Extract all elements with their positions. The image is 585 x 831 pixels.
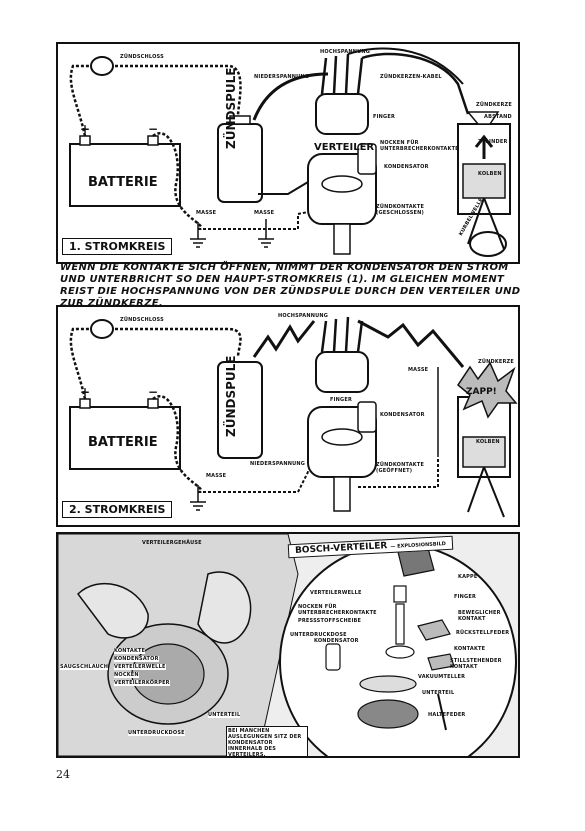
left-label-8: SAUGSCHLAUCH — [60, 664, 109, 670]
label-battery: BATTERIE — [88, 435, 158, 450]
left-label-4: NOCKEN — [114, 672, 139, 678]
panel-stromkreis-1: ZÜNDSCHLOSS NIEDERSPANNUNG HOCHSPANNUNG … — [56, 42, 520, 264]
label-spark: ZAPP! — [466, 387, 497, 397]
label-ground-1: MASSE — [196, 210, 217, 216]
distributor-cap-shape — [315, 93, 369, 135]
label-gap: ABSTAND — [484, 114, 512, 120]
label-low-voltage: NIEDERSPANNUNG — [250, 461, 306, 467]
circuit-2-drawing — [69, 316, 518, 518]
label-ignition-switch: ZÜNDSCHLOSS — [120, 54, 164, 60]
circuit-1-drawing — [69, 47, 511, 257]
battery-minus: − — [148, 385, 159, 399]
battery-plus: + — [80, 385, 91, 399]
left-label-3: VERTEILERWELLE — [114, 664, 166, 670]
label-ground: MASSE — [206, 473, 227, 479]
label-contacts-open: ZÜNDKONTAKTE (GEÖFFNET) — [376, 462, 425, 474]
left-label-2: KONDENSATOR — [114, 656, 159, 662]
vacuum-plate-shape — [359, 675, 417, 693]
base-shape — [357, 699, 419, 729]
label-battery: BATTERIE — [88, 175, 158, 190]
label-return-spring: RÜCKSTELLFEDER — [456, 630, 510, 636]
label-ground-2: MASSE — [254, 210, 275, 216]
label-rotor: FINGER — [373, 114, 396, 120]
label-cam: NOCKEN FÜR UNTERBRECHERKONTAKTE — [380, 140, 459, 152]
label-high-voltage-wire: HOCHSPANNUNG — [320, 49, 371, 55]
label-ground-top: MASSE — [408, 367, 429, 373]
panel-3-title-text: BOSCH-VERTEILER — [294, 541, 388, 556]
capacitor-shape — [357, 143, 377, 175]
label-distributor-shaft: VERTEILERWELLE — [310, 590, 362, 596]
label-piston: KOLBEN — [476, 439, 500, 445]
high-voltage-zigzag — [252, 320, 316, 358]
piston-shape — [462, 163, 506, 199]
label-ignition-coil: ZÜNDSPULE — [224, 355, 238, 437]
panel-stromkreis-2: ZÜNDSCHLOSS HOCHSPANNUNG MASSE ZÜNDKERZE… — [56, 305, 520, 527]
spark-burst-shape — [457, 361, 518, 419]
label-distributor: VERTEILER — [314, 142, 375, 153]
label-ignition-switch: ZÜNDSCHLOSS — [120, 317, 164, 323]
label-capacitor: KONDENSATOR — [314, 638, 359, 644]
label-distributor-housing: VERTEILERGEHÄUSE — [142, 540, 202, 546]
label-cap: KAPPE — [458, 574, 478, 580]
panel-2-title: 2. STROMKREIS — [62, 501, 173, 518]
capacitor-shape — [325, 643, 341, 671]
label-rotor: FINGER — [330, 397, 353, 403]
exploded-view-drawing — [58, 534, 518, 756]
battery-minus: − — [148, 122, 159, 136]
battery-shape — [69, 406, 181, 470]
wire-plus — [69, 64, 94, 137]
label-pressed-disc: PRESSSTOFFSCHEIBE — [298, 618, 362, 624]
label-vacuum-unit: UNTERDRUCKDOSE — [290, 632, 347, 638]
label-piston: KOLBEN — [478, 171, 502, 177]
ignition-coil-shape — [217, 361, 263, 459]
label-ignition-coil: ZÜNDSPULE — [224, 67, 238, 149]
label-contacts: KONTAKTE — [454, 646, 486, 652]
spark-plug-shape — [466, 111, 500, 125]
hand-right-shape — [197, 571, 252, 644]
battery-shape — [69, 143, 181, 207]
panel-3-subtitle: — EXPLOSIONSBILD — [390, 541, 447, 550]
label-stationary-contact: STILLSTEHENDER KONTAKT — [450, 658, 502, 670]
label-high-voltage: HOCHSPANNUNG — [278, 313, 329, 319]
label-contacts-closed: ZÜNDKONTAKTE (GESCHLOSSEN) — [376, 204, 425, 216]
label-rotor: FINGER — [454, 594, 477, 600]
retaining-spring-shape — [437, 693, 447, 731]
page-number: 24 — [56, 768, 70, 781]
label-retaining-spring: HALTEFEDER — [428, 712, 466, 718]
label-moving-contact: BEWEGLICHER KONTAKT — [458, 610, 501, 622]
left-label-5: VERTEILERKÖRPER — [114, 680, 170, 686]
wire-high-voltage — [252, 72, 329, 121]
label-spark-plug-cables: ZÜNDKERZEN-KABEL — [380, 74, 442, 80]
left-label-6: UNTERTEIL — [208, 712, 241, 718]
ignition-switch-shape — [90, 56, 114, 76]
label-spark-plug: ZÜNDKERZE — [478, 359, 515, 365]
shaft-shape — [395, 603, 405, 645]
label-spark-plug: ZÜNDKERZE — [476, 102, 513, 108]
left-label-1: KONTAKTE — [114, 648, 146, 654]
label-capacitor: KONDENSATOR — [380, 412, 425, 418]
moving-contact-shape — [417, 619, 451, 641]
label-cylinder: ZYLINDER — [478, 139, 508, 145]
label-cam: NOCKEN FÜR UNTERBRECHERKONTAKTE — [298, 604, 377, 616]
label-capacitor: KONDENSATOR — [384, 164, 429, 170]
battery-plus: + — [80, 122, 91, 136]
panel-exploded-view: BOSCH-VERTEILER — EXPLOSIONSBILD VERTEIL… — [56, 532, 520, 758]
caption-text: Wenn die Kontakte sich öffnen, nimmt der… — [60, 262, 521, 309]
note-capacitor: BEI MANCHEN AUSLEGUNGEN SITZ DER KONDENS… — [226, 726, 308, 756]
rotor-shape — [393, 585, 407, 603]
ground-symbol-2 — [258, 219, 274, 248]
label-base: UNTERTEIL — [422, 690, 455, 696]
left-label-7: UNTERDRUCKDOSE — [128, 730, 185, 736]
hand-left-shape — [77, 582, 149, 639]
panel-1-title: 1. STROMKREIS — [62, 238, 173, 255]
wire-low-voltage — [110, 64, 242, 117]
ground-symbol-1 — [190, 222, 206, 248]
label-low-voltage: NIEDERSPANNUNG — [254, 74, 310, 80]
label-vacuum-plate: VAKUUMTELLER — [418, 674, 466, 680]
